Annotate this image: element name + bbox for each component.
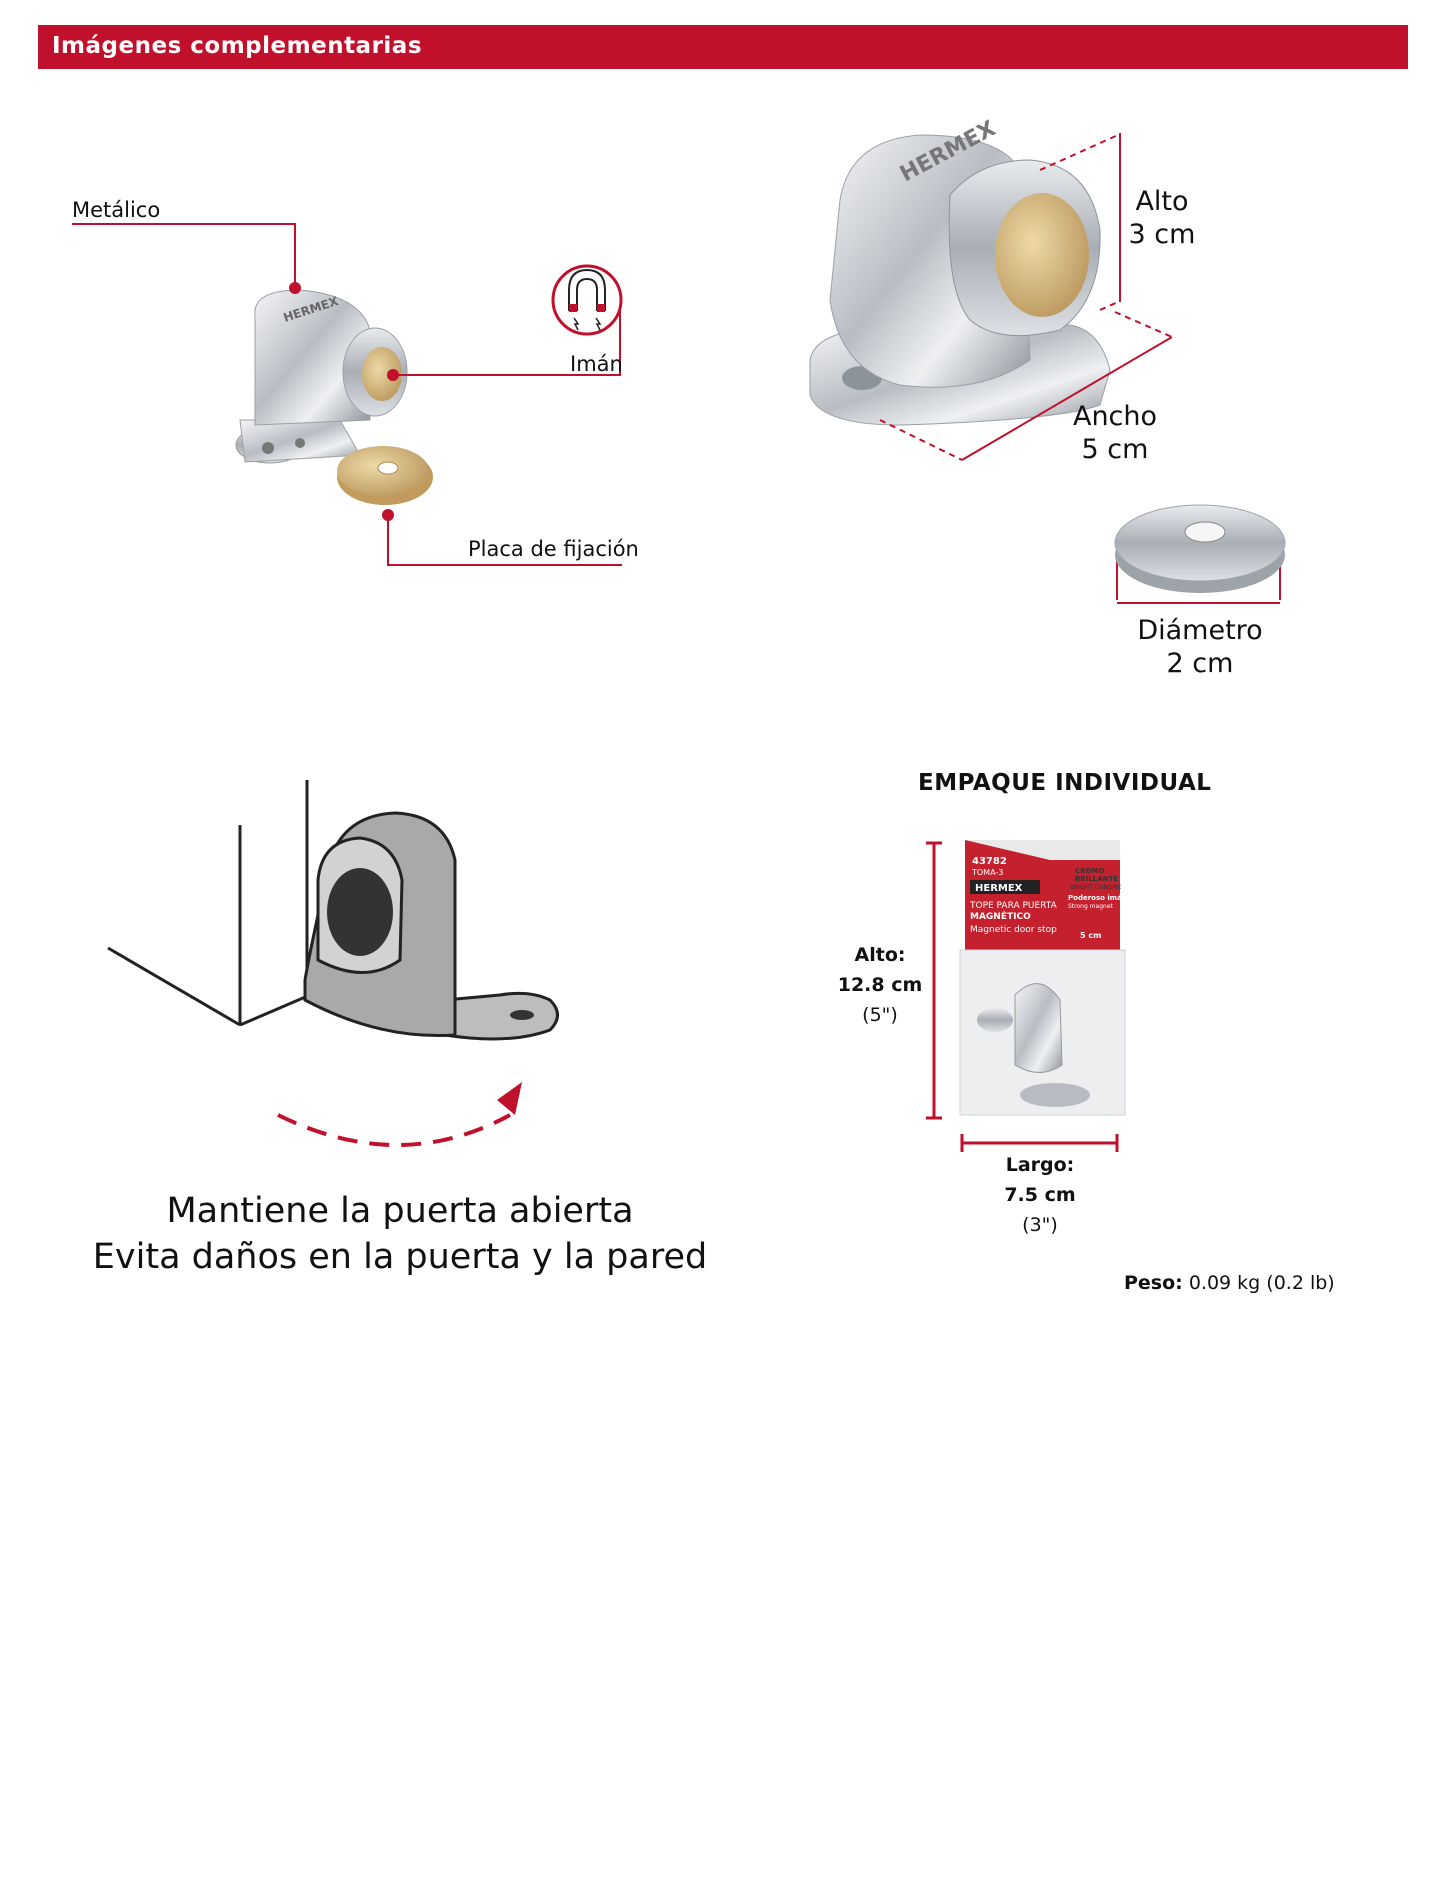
section-title: Imágenes complementarias xyxy=(52,33,423,59)
package-length-label: Largo: xyxy=(1005,1154,1075,1176)
package-height-in: (5") xyxy=(862,1004,898,1026)
fixing-plate-large xyxy=(1114,504,1286,593)
package-name-2: MAGNÉTICO xyxy=(970,910,1031,922)
package-length-in: (3") xyxy=(1022,1214,1058,1236)
dim-diameter-value: 2 cm xyxy=(1166,648,1234,679)
dim-height-label: Alto xyxy=(1135,186,1189,217)
package-dimension-lines xyxy=(926,841,1119,1152)
package-title: EMPAQUE INDIVIDUAL xyxy=(918,770,1212,796)
package-length-cm: 7.5 cm xyxy=(1004,1184,1076,1206)
dim-height-value: 3 cm xyxy=(1128,219,1196,250)
package-code: 43782 xyxy=(972,856,1007,867)
product-large: HERMEX xyxy=(809,116,1111,426)
swing-arrow xyxy=(277,1082,522,1147)
package-brand: HERMEX xyxy=(975,883,1023,894)
magnet-icon xyxy=(551,264,623,336)
weight-info: Peso: 0.09 kg (0.2 lb) xyxy=(1124,1272,1335,1294)
package-image xyxy=(959,840,1126,1116)
package-height: Alto: 12.8 cm (5") xyxy=(830,940,930,1030)
dimension-lines xyxy=(879,133,1281,604)
package-name-en: Magnetic door stop xyxy=(970,925,1057,935)
dim-diameter-label: Diámetro xyxy=(1137,615,1263,646)
dim-width: Ancho 5 cm xyxy=(1060,400,1170,466)
door-stop-drawing xyxy=(303,811,559,1041)
package-finish-1: CROMO xyxy=(1075,867,1104,875)
package-model: TOMA-3 xyxy=(971,868,1003,877)
dim-height: Alto 3 cm xyxy=(1122,185,1202,251)
package-feature: Poderoso imán xyxy=(1068,894,1127,902)
weight-value: 0.09 kg (0.2 lb) xyxy=(1188,1272,1335,1294)
package-name-1: TOPE PARA PUERTA xyxy=(969,901,1058,911)
door-illustration xyxy=(107,780,311,1027)
dim-diameter: Diámetro 2 cm xyxy=(1125,614,1275,680)
package-finish-en: BRIGHT CHROME xyxy=(1070,884,1122,891)
package-feature-en: Strong magnet xyxy=(1068,903,1114,910)
callout-lines xyxy=(72,223,622,566)
product-small: HERMEX xyxy=(235,289,433,505)
label-plate: Placa de fijación xyxy=(468,537,639,561)
section-header: Imágenes complementarias xyxy=(38,25,1408,69)
package-finish-2: BRILLANTE xyxy=(1075,875,1118,883)
dim-width-value: 5 cm xyxy=(1081,434,1149,465)
package-height-cm: 12.8 cm xyxy=(837,974,923,996)
label-metal: Metálico xyxy=(72,198,161,222)
label-magnet: Imán xyxy=(570,352,623,376)
dim-width-label: Ancho xyxy=(1072,401,1158,432)
package-size: 5 cm xyxy=(1080,931,1101,940)
benefit-line-2: Evita daños en la puerta y la pared xyxy=(92,1237,708,1277)
benefits-text: Mantiene la puerta abierta Evita daños e… xyxy=(40,1188,760,1280)
weight-label: Peso: xyxy=(1124,1272,1183,1294)
callout-dots xyxy=(289,282,399,521)
package-length: Largo: 7.5 cm (3") xyxy=(990,1150,1090,1240)
benefit-line-1: Mantiene la puerta abierta xyxy=(166,1191,634,1231)
package-height-label: Alto: xyxy=(854,944,906,966)
